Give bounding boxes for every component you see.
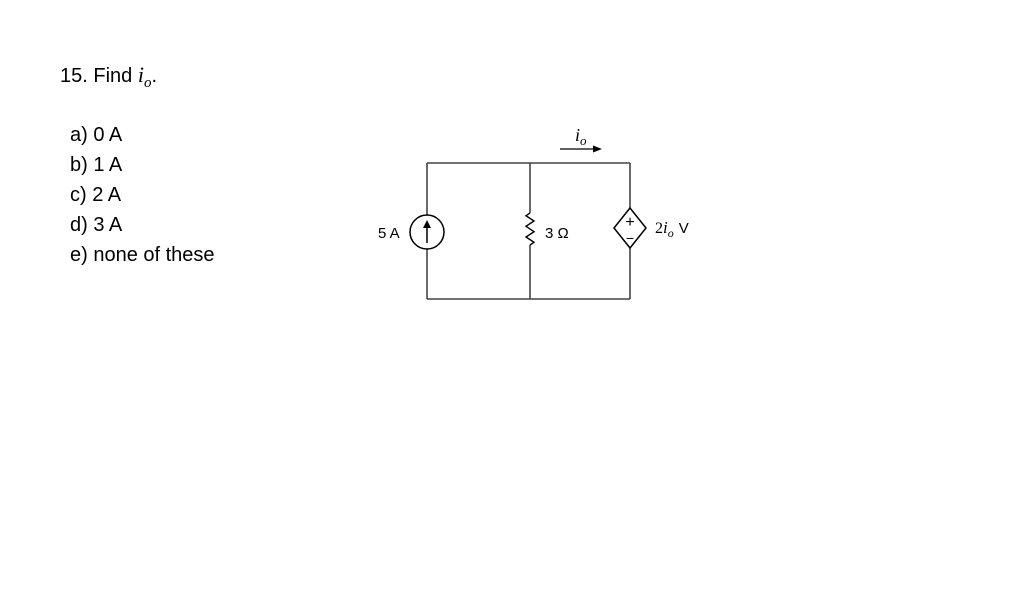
dependent-source-minus: − xyxy=(626,230,634,246)
option-e[interactable]: e) none of these xyxy=(70,244,215,266)
current-source-arrowhead-icon xyxy=(423,220,431,228)
question-variable-subscript: o xyxy=(143,75,152,91)
dependent-source-plus: + xyxy=(625,214,634,231)
arrowhead-icon xyxy=(593,145,602,153)
option-a[interactable]: a) 0 A xyxy=(70,124,123,146)
resistor-zigzag-icon xyxy=(524,212,536,246)
option-d[interactable]: d) 3 A xyxy=(70,214,123,236)
resistor-3ohm: 3 Ω xyxy=(524,212,569,246)
circuit-wires xyxy=(426,162,631,300)
current-source-5a: 5 A xyxy=(378,214,445,250)
question-title: 15. Find io. xyxy=(60,62,157,96)
current-source-label: 5 A xyxy=(378,225,400,242)
question-variable-letter: i xyxy=(137,62,144,87)
resistor-label: 3 Ω xyxy=(545,225,569,242)
answer-options: a) 0 A b) 1 A c) 2 A d) 3 A e) none of t… xyxy=(70,120,215,270)
option-c[interactable]: c) 2 A xyxy=(70,184,122,206)
current-arrow-io: io xyxy=(560,125,602,153)
dependent-source-diamond xyxy=(613,206,647,250)
option-b[interactable]: b) 1 A xyxy=(70,154,123,176)
current-io-label: io xyxy=(575,125,587,148)
question-number-text: 15. Find xyxy=(60,65,138,87)
question-end-text: . xyxy=(151,65,158,87)
